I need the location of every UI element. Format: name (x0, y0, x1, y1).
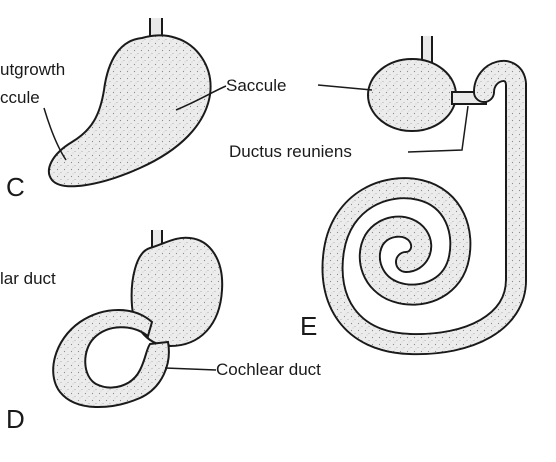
outgrowth-leader-line (43, 107, 67, 161)
saccule-leader-line-c (175, 85, 227, 111)
ductus-reuniens-leader-line (407, 105, 469, 153)
outgrowth-label-line2: ccule (0, 88, 40, 107)
panel-d-saccule-shape (130, 236, 224, 348)
panel-e-drawing (321, 36, 527, 356)
panel-d-letter: D (6, 404, 25, 434)
panel-c-letter: C (6, 172, 25, 202)
panel-d-drawing (52, 230, 224, 408)
panel-c-drawing (47, 18, 212, 188)
panel-e-saccule-shape (367, 58, 457, 132)
panel-c-saccule-shape (47, 34, 212, 188)
saccule-leader-line-e (317, 84, 373, 91)
panel-e-letter: E (300, 311, 317, 341)
outgrowth-label-line1: utgrowth (0, 60, 65, 79)
saccule-label: Saccule (226, 76, 286, 95)
cochlear-duct-label-left: lar duct (0, 269, 56, 288)
ductus-reuniens-label: Ductus reuniens (229, 142, 352, 161)
cochlear-duct-label: Cochlear duct (216, 360, 321, 379)
cochlear-duct-leader-line (164, 367, 217, 371)
panel-d-cochlear-duct-shape (52, 309, 170, 408)
